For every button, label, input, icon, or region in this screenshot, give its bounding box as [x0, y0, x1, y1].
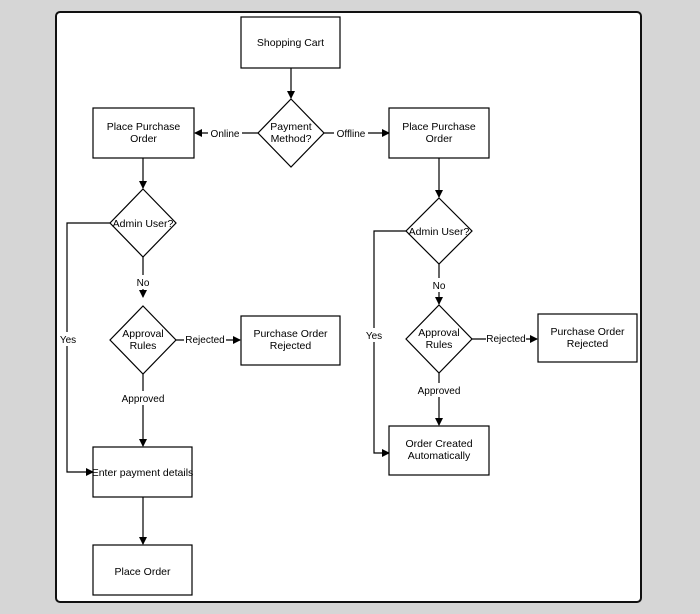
edges — [66, 68, 538, 545]
label-no-left: No — [137, 278, 150, 289]
node-po-rejected-right: Purchase Order Rejected — [537, 313, 638, 363]
label-no-right: No — [433, 281, 446, 292]
node-place-po-left: Place Purchase Order — [92, 107, 195, 159]
node-place-po-left-line1: Place Purchase — [107, 121, 181, 133]
node-shopping-cart: Shopping Cart — [240, 16, 341, 69]
label-rejected-right: Rejected — [486, 334, 525, 345]
label-offline: Offline — [337, 129, 366, 140]
node-admin-user-left: Admin User? — [109, 188, 177, 258]
node-po-rejected-left-line2: Rejected — [270, 340, 312, 352]
node-place-po-left-line2: Order — [130, 133, 157, 145]
nodes: Shopping Cart Payment Method? Place Purc… — [92, 16, 638, 596]
node-shopping-cart-label: Shopping Cart — [257, 37, 324, 49]
node-place-order-label: Place Order — [114, 566, 171, 578]
node-place-order: Place Order — [92, 544, 193, 596]
node-approval-rules-right: Approval Rules — [405, 304, 473, 374]
node-approval-rules-left: Approval Rules — [109, 305, 177, 375]
node-order-created: Order Created Automatically — [388, 425, 490, 476]
node-po-rejected-left: Purchase Order Rejected — [240, 315, 341, 366]
node-payment-method-line1: Payment — [270, 121, 312, 133]
node-place-po-right-line1: Place Purchase — [402, 121, 476, 133]
edge-labels: Online Offline Yes No Rejected Approved … — [57, 126, 526, 405]
node-admin-user-left-label: Admin User? — [113, 218, 174, 230]
node-po-rejected-right-line2: Rejected — [567, 338, 609, 350]
node-order-created-line2: Automatically — [408, 450, 471, 462]
edge-left-yes — [66, 222, 110, 476]
label-yes-right: Yes — [366, 331, 382, 342]
node-approval-rules-left-line1: Approval — [122, 328, 163, 340]
node-order-created-line1: Order Created — [405, 438, 472, 450]
label-approved-right: Approved — [418, 386, 461, 397]
node-payment-method: Payment Method? — [257, 98, 325, 168]
node-payment-method-line2: Method? — [271, 133, 312, 145]
label-rejected-left: Rejected — [185, 335, 224, 346]
node-approval-rules-right-line2: Rules — [426, 339, 453, 351]
node-enter-payment-label: Enter payment details — [92, 467, 194, 479]
label-yes-left: Yes — [60, 335, 76, 346]
label-approved-left: Approved — [122, 394, 165, 405]
label-online: Online — [211, 129, 240, 140]
node-po-rejected-left-line1: Purchase Order — [253, 328, 328, 340]
node-po-rejected-right-line1: Purchase Order — [550, 326, 625, 338]
node-enter-payment: Enter payment details — [92, 446, 194, 498]
node-admin-user-right-label: Admin User? — [409, 226, 470, 238]
node-place-po-right-line2: Order — [426, 133, 453, 145]
node-admin-user-right: Admin User? — [405, 197, 473, 265]
node-place-po-right: Place Purchase Order — [388, 107, 490, 159]
node-approval-rules-left-line2: Rules — [130, 340, 157, 352]
node-approval-rules-right-line1: Approval — [418, 327, 459, 339]
